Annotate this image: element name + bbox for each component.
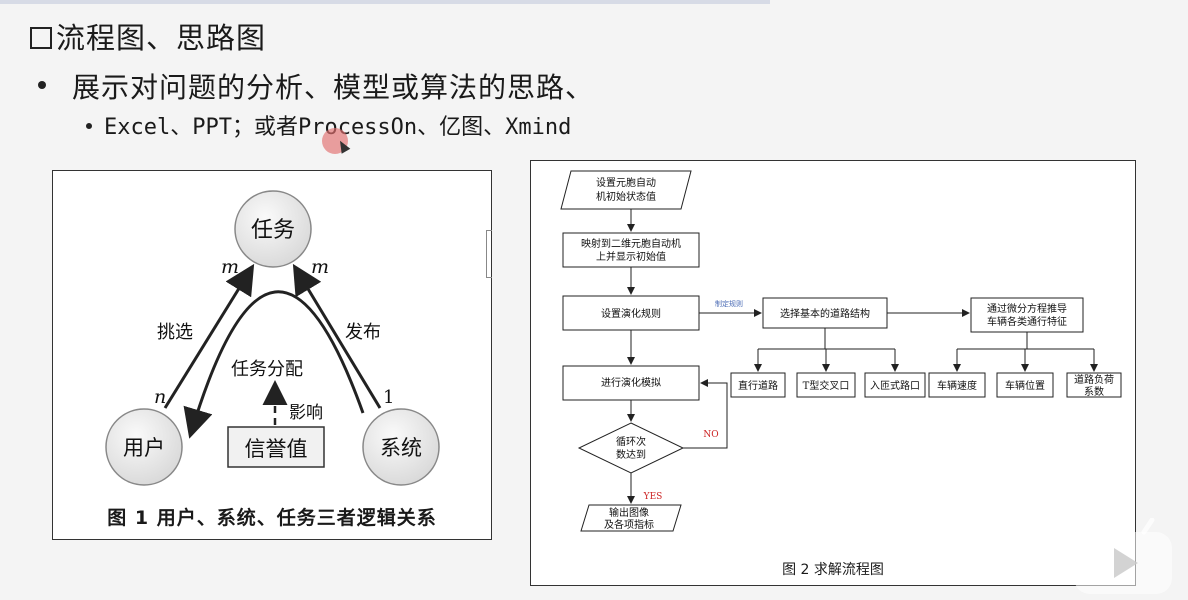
- edge-user-to-task: [163, 263, 255, 409]
- label-one: 1: [383, 387, 394, 408]
- text-car-speed: 车辆速度: [937, 379, 977, 392]
- text-yes: YES: [643, 492, 663, 502]
- label-influence: 影响: [289, 403, 323, 423]
- mouse-cursor-icon: [322, 128, 351, 154]
- video-watermark-icon: [1074, 518, 1172, 594]
- text-derive-2: 车辆各类通行特征: [987, 315, 1067, 328]
- label-reputation: 信誉值: [245, 437, 308, 461]
- node-system: [362, 408, 440, 486]
- node-road-load: [1066, 372, 1122, 398]
- bullet-1-text: 展示对问题的分析、模型或算法的思路、: [72, 71, 595, 104]
- figure-1-caption: 图 1 用户、系统、任务三者逻辑关系: [107, 507, 437, 529]
- node-car-speed: [928, 372, 986, 398]
- text-no: NO: [703, 430, 718, 440]
- node-task: [234, 190, 312, 268]
- node-loop-check: [577, 422, 685, 474]
- text-car-pos: 车辆位置: [1005, 379, 1045, 392]
- edge-assign-arc: [183, 290, 365, 439]
- text-road-t: T型交叉口: [803, 379, 850, 392]
- text-output-1: 输出图像: [609, 506, 649, 519]
- text-init-2: 机初始状态值: [596, 190, 656, 203]
- figure-2-flowchart: 设置元胞自动 机初始状态值 映射到二维元胞自动机 上并显示初始值 设置演化规则 …: [560, 170, 1122, 532]
- node-car-pos: [996, 372, 1054, 398]
- figure-2-panel: 设置元胞自动 机初始状态值 映射到二维元胞自动机 上并显示初始值 设置演化规则 …: [530, 160, 1136, 586]
- text-map-1: 映射到二维元胞自动机: [581, 237, 681, 250]
- label-m-left: m: [221, 256, 239, 278]
- label-publish: 发布: [345, 322, 381, 343]
- figure-1-diagram: 任务 用户 系统 信誉值 挑选 发布 任务分配 影响 m m n 1: [105, 190, 440, 486]
- scroll-marker: [486, 230, 492, 278]
- text-road-ramp: 入匝式路口: [870, 379, 920, 392]
- bullet-point-1: 展示对问题的分析、模型或算法的思路、: [38, 68, 594, 108]
- text-load-2: 系数: [1084, 385, 1104, 398]
- node-reputation: [227, 426, 325, 468]
- checkbox-square-icon: [30, 27, 52, 49]
- text-road-structure: 选择基本的道路结构: [780, 307, 870, 320]
- text-init-1: 设置元胞自动: [596, 176, 656, 189]
- label-system: 系统: [380, 436, 422, 460]
- label-m-right: m: [311, 256, 329, 278]
- label-user: 用户: [123, 436, 165, 460]
- node-user: [105, 408, 183, 486]
- slide-heading: 流程图、思路图: [30, 18, 266, 58]
- edge-system-to-task: [292, 263, 382, 409]
- text-rules: 设置演化规则: [601, 307, 661, 320]
- text-loop-2: 数达到: [616, 448, 646, 461]
- label-assign: 任务分配: [231, 359, 303, 380]
- text-loop-1: 循环次: [616, 435, 646, 448]
- node-road-ramp: [864, 372, 926, 398]
- figure-2-caption: 图 2 求解流程图: [782, 562, 884, 578]
- node-road-straight: [730, 372, 786, 398]
- text-output-2: 及各项指标: [604, 518, 654, 531]
- text-map-2: 上并显示初始值: [596, 250, 666, 263]
- text-rules-link: 制定规则: [715, 299, 743, 308]
- text-load-1: 道路负荷: [1074, 373, 1114, 386]
- bullet-dot-icon: [86, 123, 92, 129]
- heading-text: 流程图、思路图: [56, 21, 267, 55]
- bullet-dot-icon: [38, 81, 46, 89]
- node-init: [560, 170, 692, 210]
- top-rule: [0, 0, 770, 4]
- text-derive-1: 通过微分方程推导: [987, 302, 1067, 315]
- arrow-loop-back: [683, 379, 728, 449]
- label-n: n: [154, 386, 166, 408]
- label-select: 挑选: [157, 322, 193, 343]
- figure-1-panel: 任务 用户 系统 信誉值 挑选 发布 任务分配 影响 m m n 1 图 1 用…: [52, 170, 492, 540]
- node-output: [580, 504, 682, 532]
- text-road-straight: 直行道路: [738, 379, 778, 392]
- label-task: 任务: [251, 218, 295, 243]
- text-simulate: 进行演化模拟: [601, 376, 661, 389]
- node-road-t: [796, 372, 856, 398]
